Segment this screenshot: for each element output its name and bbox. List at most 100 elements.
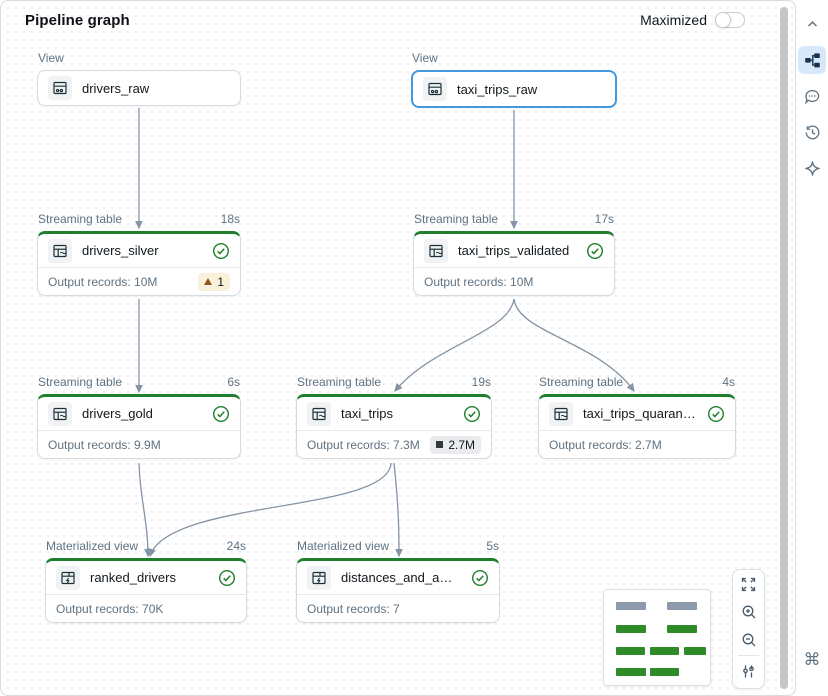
node-title: drivers_raw bbox=[82, 80, 150, 96]
node-card-ranked-drivers[interactable]: ranked_drivers Output records: 70K bbox=[45, 558, 247, 623]
node-duration: 6s bbox=[227, 375, 240, 389]
vertical-scrollbar[interactable] bbox=[780, 7, 788, 689]
minimap-bar bbox=[650, 647, 679, 655]
node-card-distances-and-amounts[interactable]: distances_and_amounts_b... Output record… bbox=[296, 558, 500, 623]
node-taxi-trips-quarantine: Streaming table 4s taxi_trips_quarantine… bbox=[538, 375, 736, 459]
minimap-bar bbox=[650, 668, 679, 676]
minimap-bar bbox=[616, 647, 645, 655]
maximized-toggle[interactable] bbox=[715, 12, 745, 28]
node-card-taxi-trips[interactable]: taxi_trips Output records: 7.3M 2.7M bbox=[296, 394, 492, 459]
history-icon bbox=[805, 124, 819, 139]
node-kind-row: Streaming table 4s bbox=[538, 375, 736, 389]
streaming-table-icon bbox=[424, 238, 448, 263]
streaming-table-icon bbox=[549, 401, 573, 426]
collapse-panel-button[interactable] bbox=[798, 10, 826, 38]
node-kind-row: View bbox=[37, 51, 241, 65]
node-taxi-trips-validated: Streaming table 17s taxi_trips_validated… bbox=[413, 212, 615, 296]
graph-minimap[interactable] bbox=[603, 589, 711, 686]
success-check-icon bbox=[212, 405, 230, 423]
node-duration: 4s bbox=[722, 375, 735, 389]
node-card-taxi-trips-validated[interactable]: taxi_trips_validated Output records: 10M bbox=[413, 231, 615, 296]
node-kind-row: Streaming table 6s bbox=[37, 375, 241, 389]
node-kind-row: Materialized view 24s bbox=[45, 539, 247, 553]
maximized-label: Maximized bbox=[640, 12, 707, 28]
warning-triangle-icon bbox=[204, 278, 213, 285]
node-duration: 19s bbox=[471, 375, 491, 389]
right-sidebar: ⌘ bbox=[796, 0, 828, 696]
node-distances-and-amounts: Materialized view 5s distances_and_amoun… bbox=[296, 539, 500, 623]
view-table-icon bbox=[48, 76, 72, 100]
sidebar-tab-pipeline-graph[interactable] bbox=[798, 46, 826, 74]
node-duration: 18s bbox=[220, 212, 240, 226]
expectations-warning-badge[interactable]: 1 bbox=[198, 272, 230, 291]
node-kind-label: Streaming table bbox=[539, 375, 624, 389]
node-card-drivers-gold[interactable]: drivers_gold Output records: 9.9M bbox=[37, 394, 241, 459]
pipeline-graph-panel: Pipeline graph Maximized bbox=[0, 0, 796, 696]
streaming-table-icon bbox=[48, 401, 72, 426]
zoom-in-button[interactable] bbox=[732, 598, 765, 626]
node-kind-label: Materialized view bbox=[297, 539, 390, 553]
node-title: ranked_drivers bbox=[90, 570, 176, 585]
page-title: Pipeline graph bbox=[25, 11, 130, 29]
node-kind-row: Materialized view 5s bbox=[296, 539, 500, 553]
node-duration: 17s bbox=[594, 212, 614, 226]
node-title: taxi_trips bbox=[341, 406, 394, 421]
node-kind-label: Streaming table bbox=[38, 212, 123, 226]
node-title: drivers_silver bbox=[82, 243, 159, 258]
success-check-icon bbox=[471, 569, 489, 587]
node-card-drivers-raw[interactable]: drivers_raw bbox=[37, 70, 241, 106]
success-check-icon bbox=[586, 242, 604, 260]
minimap-bar bbox=[667, 625, 697, 633]
output-records: Output records: 9.9M bbox=[48, 437, 161, 452]
node-kind-label: Streaming table bbox=[297, 375, 382, 389]
node-taxi-trips: Streaming table 19s taxi_trips Output re… bbox=[296, 375, 492, 459]
node-kind-row: Streaming table 18s bbox=[37, 212, 241, 226]
node-duration: 5s bbox=[486, 539, 499, 553]
minimap-bar bbox=[616, 625, 646, 633]
maximize-control: Maximized bbox=[640, 12, 745, 28]
zoom-controls bbox=[732, 569, 765, 689]
fit-to-screen-button[interactable] bbox=[732, 570, 765, 598]
command-icon[interactable]: ⌘ bbox=[803, 650, 821, 669]
node-card-taxi-trips-quarantine[interactable]: taxi_trips_quarantine Output records: 2.… bbox=[538, 394, 736, 459]
minimap-bar bbox=[684, 647, 706, 655]
dropped-records-badge[interactable]: 2.7M bbox=[430, 435, 481, 454]
panel-header: Pipeline graph Maximized bbox=[1, 1, 795, 39]
success-check-icon bbox=[707, 405, 725, 423]
pipeline-graph-icon bbox=[804, 52, 820, 67]
layout-settings-button[interactable] bbox=[732, 657, 765, 685]
toggle-knob bbox=[715, 12, 731, 28]
sidebar-tab-assistant[interactable] bbox=[798, 154, 826, 182]
node-title: drivers_gold bbox=[82, 406, 153, 421]
node-drivers-raw: View drivers_raw bbox=[37, 51, 241, 106]
chevron-up-icon bbox=[807, 20, 817, 27]
zoom-out-button[interactable] bbox=[732, 626, 765, 654]
square-icon bbox=[436, 441, 444, 448]
node-card-drivers-silver[interactable]: drivers_silver Output records: 10M 1 bbox=[37, 231, 241, 296]
minimap-bar bbox=[667, 602, 697, 610]
node-drivers-silver: Streaming table 18s drivers_silver Outpu… bbox=[37, 212, 241, 296]
node-title: taxi_trips_validated bbox=[458, 243, 570, 258]
node-title: taxi_trips_raw bbox=[457, 81, 538, 97]
node-taxi-trips-raw: View taxi_trips_raw bbox=[411, 51, 617, 108]
success-check-icon bbox=[212, 242, 230, 260]
node-card-taxi-trips-raw[interactable]: taxi_trips_raw bbox=[411, 70, 617, 108]
output-records: Output records: 7.3M bbox=[307, 437, 420, 452]
output-records: Output records: 10M bbox=[48, 274, 158, 289]
success-check-icon bbox=[218, 569, 236, 587]
output-records: Output records: 70K bbox=[56, 601, 164, 616]
output-records: Output records: 2.7M bbox=[549, 437, 662, 452]
node-ranked-drivers: Materialized view 24s ranked_drivers Out… bbox=[45, 539, 247, 623]
output-records: Output records: 7 bbox=[307, 601, 400, 616]
success-check-icon bbox=[463, 405, 481, 423]
output-records: Output records: 10M bbox=[424, 274, 534, 289]
node-kind-label: Streaming table bbox=[414, 212, 499, 226]
streaming-table-icon bbox=[307, 401, 331, 426]
materialized-view-icon bbox=[56, 565, 80, 590]
node-kind-row: Streaming table 19s bbox=[296, 375, 492, 389]
node-title: distances_and_amounts_b... bbox=[341, 570, 461, 585]
node-kind-label: View bbox=[412, 51, 438, 65]
sidebar-tab-history[interactable] bbox=[798, 118, 826, 146]
sidebar-tab-comments[interactable] bbox=[798, 82, 826, 110]
divider bbox=[738, 655, 759, 656]
